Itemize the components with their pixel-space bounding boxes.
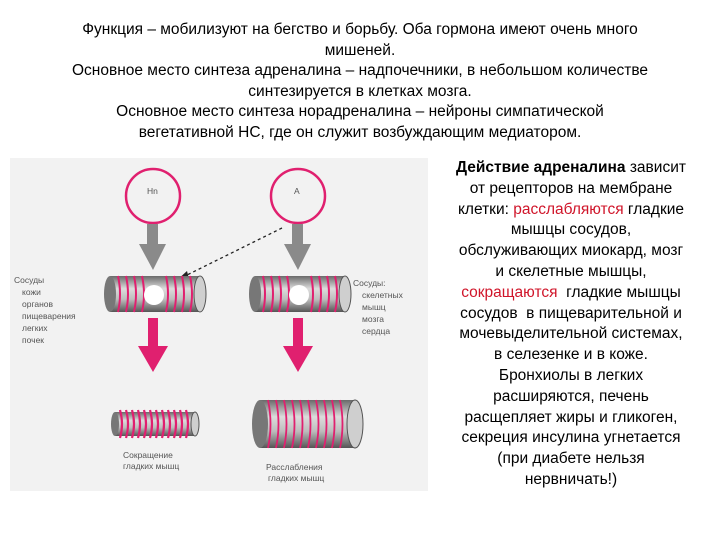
contract-highlight: сокращаются: [461, 283, 558, 301]
hormone-label-left: Нn: [147, 186, 158, 196]
side-line: мочевыделительной системах,: [459, 325, 683, 343]
side-line: и скелетные мышцы,: [495, 262, 647, 280]
relax-highlight: расслабляются: [513, 200, 624, 218]
adrenaline-receptor-figure: Нn A: [10, 158, 428, 491]
right-bottom-label: Расслабления гладких мышц: [266, 462, 324, 483]
intro-line: Основное место синтеза норадреналина – н…: [116, 103, 604, 120]
svg-text:органов: органов: [22, 299, 54, 309]
side-line: расщепляет жиры и гликоген,: [464, 408, 678, 426]
svg-text:мышц: мышц: [362, 302, 386, 312]
side-line: мышцы сосудов,: [510, 221, 632, 239]
intro-line: Функция – мобилизуют на бегство и борьбу…: [82, 21, 638, 38]
side-line-pre: клетки:: [457, 200, 514, 218]
side-line: от рецепторов на мембране: [469, 179, 673, 197]
hormone-circle-right: [269, 167, 327, 225]
side-line: в селезенке и в коже.: [494, 346, 648, 364]
svg-text:Сокращение: Сокращение: [123, 450, 173, 460]
svg-text:кожи: кожи: [22, 287, 41, 297]
svg-text:сердца: сердца: [362, 326, 390, 336]
side-line: сосудов в пищеварительной и: [460, 304, 682, 322]
intro-line: Основное место синтеза адреналина – надп…: [71, 62, 649, 79]
side-line: сокращаются гладкие мышцы: [430, 283, 712, 304]
svg-text:Сосуды:: Сосуды:: [353, 278, 386, 288]
side-bold-heading: Действие адреналина: [456, 159, 626, 176]
vessel-top-right: [249, 275, 352, 313]
side-line: Бронхиолы в легких: [498, 366, 644, 384]
side-line-post: гладкие: [623, 200, 685, 218]
svg-text:Расслабления: Расслабления: [266, 462, 323, 472]
svg-text:Сосуды: Сосуды: [14, 275, 44, 285]
svg-text:пищеварения: пищеварения: [22, 311, 76, 321]
adrenaline-action-text: Действие адреналина зависит от рецепторо…: [430, 158, 712, 491]
intro-line: мишеней.: [324, 41, 396, 59]
left-bottom-label: Сокращение гладких мышц: [123, 450, 179, 471]
intro-line: вегетативной НС, где он служит возбуждаю…: [138, 123, 582, 141]
svg-text:почек: почек: [22, 335, 44, 345]
vessel-top-left: [104, 275, 207, 313]
gray-arrow-right-icon: [284, 224, 311, 270]
svg-text:легких: легких: [22, 323, 48, 333]
diagonal-pointer-line: [184, 227, 283, 277]
svg-text:гладких мышц: гладких мышц: [268, 473, 324, 483]
magenta-arrow-left-icon: [138, 318, 168, 372]
vessel-constricted: [111, 409, 200, 439]
intro-line: синтезируется в клетках мозга.: [248, 82, 472, 100]
side-line: Действие адреналина зависит: [430, 158, 712, 179]
hormone-circle-left: [124, 167, 182, 225]
right-side-label: Сосуды: скелетных мышц мозга сердца: [353, 278, 404, 336]
side-line: нервничать!): [524, 470, 618, 488]
side-line: расширяются, печень: [493, 387, 649, 405]
magenta-arrow-right-icon: [283, 318, 313, 372]
side-line-post: гладкие мышцы: [557, 283, 681, 301]
side-line: секреция инсулина угнетается: [461, 429, 681, 447]
hormone-label-right: A: [294, 186, 300, 196]
svg-text:скелетных: скелетных: [362, 290, 404, 300]
vessel-relaxed: [252, 399, 364, 449]
intro-text: Функция – мобилизуют на бегство и борьбу…: [10, 20, 710, 143]
side-line-rest: зависит: [625, 159, 686, 176]
left-side-label: Сосуды кожи органов пищеварения легких п…: [14, 275, 76, 345]
side-line: клетки: расслабляются гладкие: [430, 200, 712, 221]
svg-text:гладких мышц: гладких мышц: [123, 461, 179, 471]
side-line: обслуживающих миокард, мозг: [458, 242, 684, 260]
side-line: (при диабете нельзя: [497, 450, 645, 468]
svg-text:мозга: мозга: [362, 314, 384, 324]
gray-arrow-left-icon: [139, 224, 166, 270]
